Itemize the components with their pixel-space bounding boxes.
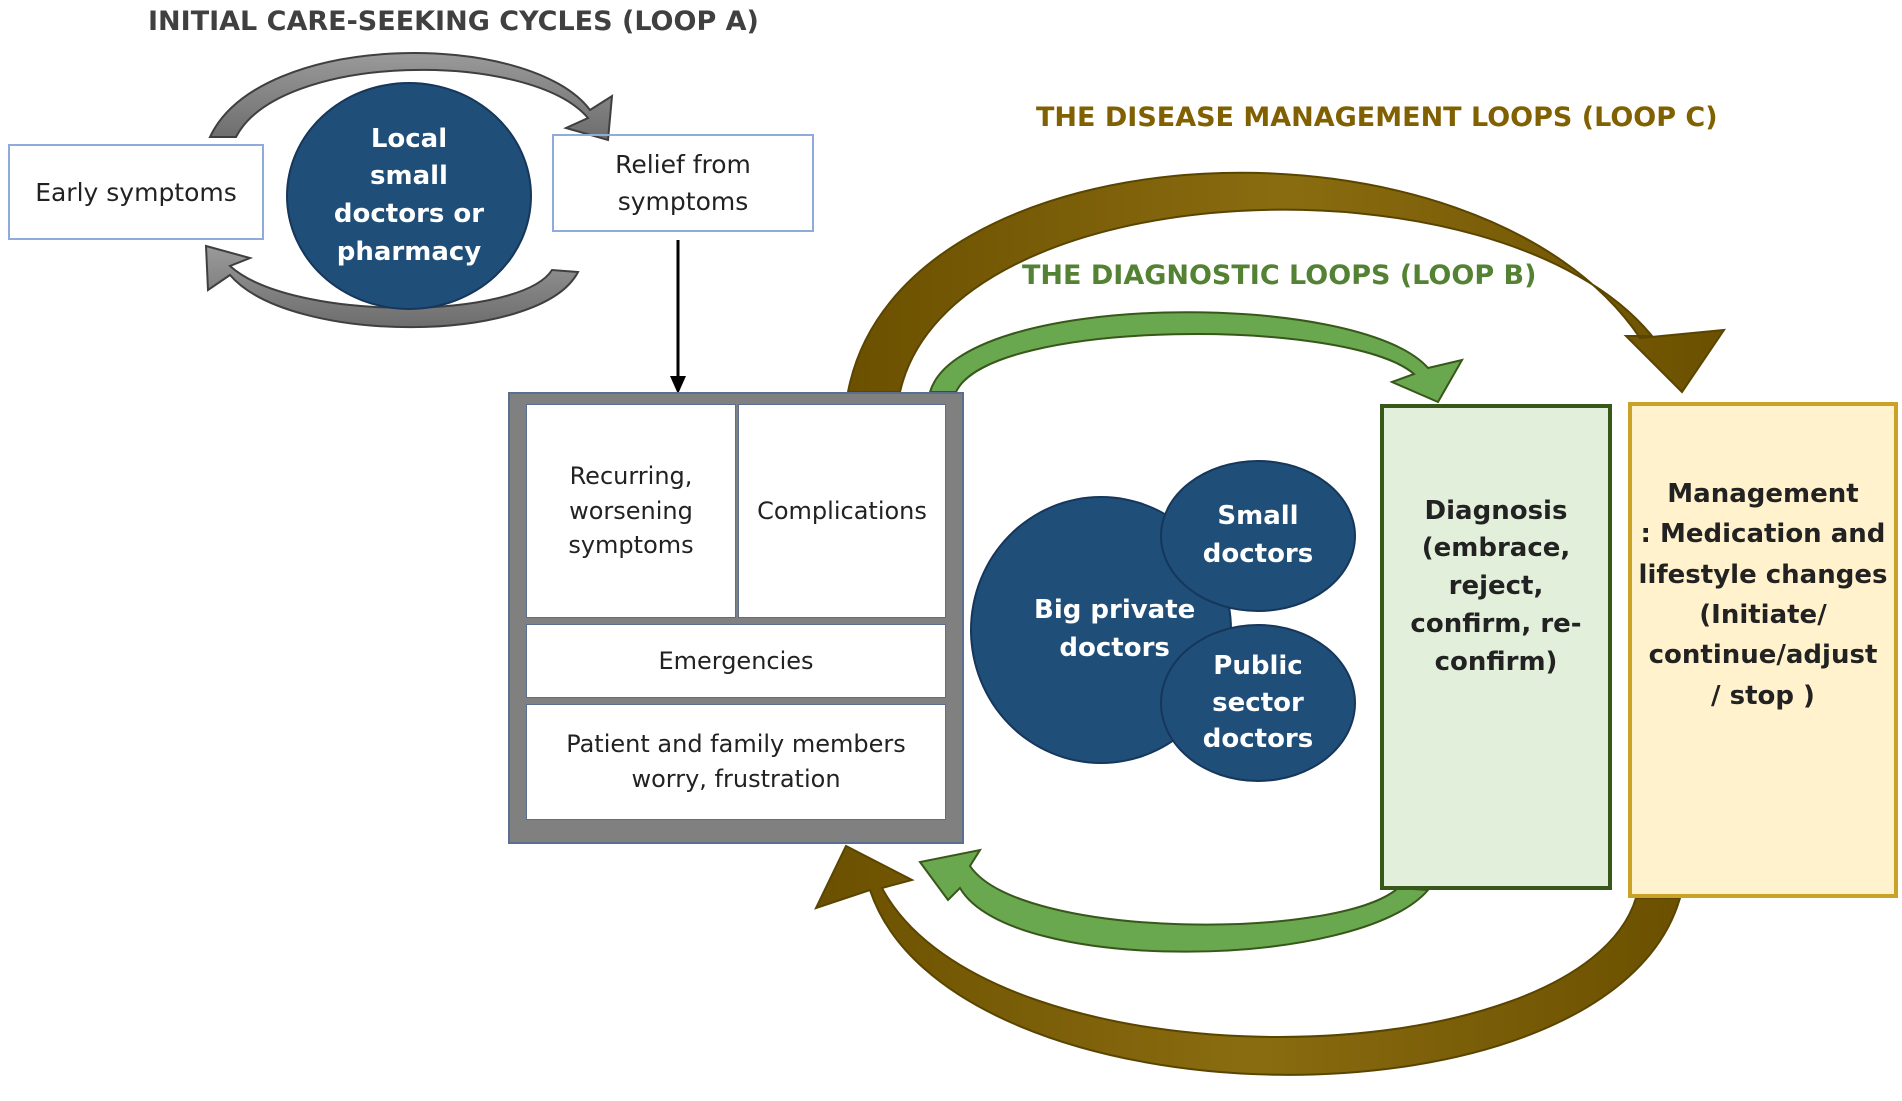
local-doctors-circle: Local small doctors or pharmacy (286, 82, 532, 310)
recurring-line-3: symptoms (568, 531, 694, 560)
loop-c-bottom-arrow (814, 844, 1682, 1076)
relief-line-1: Relief from (615, 149, 751, 179)
management-line-2: : Medication and (1640, 519, 1886, 550)
management-line-5: continue/adjust (1648, 640, 1878, 671)
relief-line-2: symptoms (617, 187, 749, 216)
complications-label: Complications (757, 497, 927, 525)
big-private-line-1: Big private (1034, 595, 1196, 626)
early-symptoms-box: Early symptoms (8, 144, 264, 240)
management-line-4: (Initiate/ (1699, 600, 1827, 630)
local-doctors-line-2: small (370, 161, 448, 192)
recurring-line-1: Recurring, (569, 461, 693, 490)
public-sector-line-3: doctors (1202, 724, 1314, 755)
big-private-line-2: doctors (1059, 633, 1170, 663)
local-doctors-line-4: pharmacy (336, 236, 482, 267)
local-doctors-line-3: doctors or (333, 199, 485, 229)
loop-a-title: INITIAL CARE-SEEKING CYCLES (LOOP A) (148, 6, 759, 37)
loop-c-top-arrow (846, 171, 1727, 394)
loop-b-title: THE DIAGNOSTIC LOOPS (LOOP B) (1022, 260, 1537, 291)
diagnosis-line-3: reject, (1448, 571, 1544, 602)
diagnosis-line-2: (embrace, (1421, 533, 1571, 564)
recurring-symptoms-box: Recurring, worsening symptoms (526, 404, 736, 618)
diagnosis-line-4: confirm, re- (1410, 608, 1582, 639)
diagnosis-box: Diagnosis (embrace, reject, confirm, re-… (1380, 404, 1612, 890)
small-doctors-line-2: doctors (1202, 539, 1314, 569)
loop-b-top-arrow (928, 311, 1465, 404)
public-sector-line-2: sector (1212, 687, 1304, 718)
relief-box: Relief from symptoms (552, 134, 814, 232)
worry-line-2: worry, frustration (631, 765, 841, 793)
loop-a-top-arrow (208, 52, 614, 142)
worry-box: Patient and family members worry, frustr… (526, 704, 946, 820)
management-line-3: lifestyle changes (1638, 559, 1888, 590)
small-doctors-circle: Small doctors (1160, 460, 1356, 612)
emergencies-label: Emergencies (658, 647, 814, 675)
complications-box: Complications (738, 404, 946, 618)
emergencies-box: Emergencies (526, 624, 946, 698)
small-doctors-line-1: Small (1217, 501, 1299, 532)
relief-down-arrowhead (670, 376, 686, 394)
public-sector-line-1: Public (1213, 651, 1303, 682)
recurring-line-2: worsening (569, 496, 693, 525)
diagnosis-line-1: Diagnosis (1424, 495, 1568, 526)
management-line-6: / stop ) (1711, 680, 1815, 711)
loop-a-bottom-arrow (204, 244, 580, 329)
loop-b-bottom-arrow (918, 848, 1431, 953)
management-box: Management : Medication and lifestyle ch… (1628, 402, 1898, 898)
management-line-1: Management (1667, 479, 1859, 510)
local-doctors-line-1: Local (370, 123, 448, 154)
loop-c-title: THE DISEASE MANAGEMENT LOOPS (LOOP C) (1036, 102, 1718, 133)
diagnosis-line-5: confirm) (1434, 646, 1558, 677)
worry-line-1: Patient and family members (566, 730, 906, 759)
public-sector-doctors-circle: Public sector doctors (1160, 624, 1356, 782)
early-symptoms-label: Early symptoms (35, 177, 237, 207)
